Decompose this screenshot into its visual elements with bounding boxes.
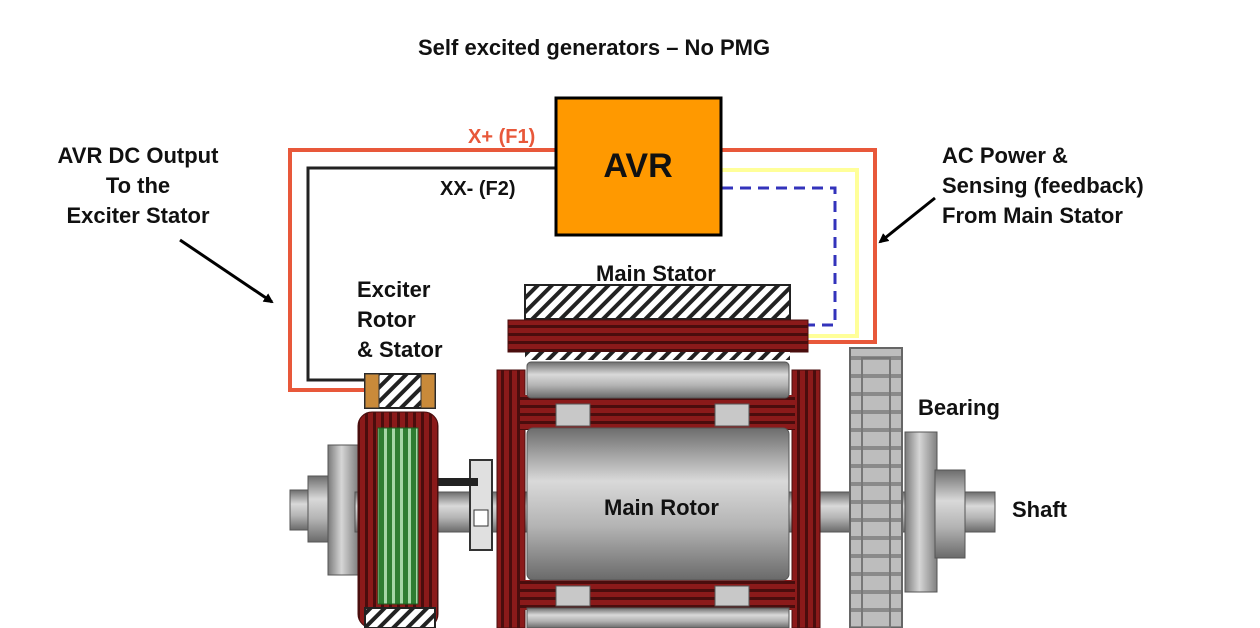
avr-dc-output-line-2: To the [105, 173, 171, 198]
bearing-label: Bearing [918, 395, 1000, 420]
bearing-collar [904, 431, 938, 593]
exciter-stator-bottom [364, 607, 436, 628]
exciter-rotor-core [377, 427, 419, 605]
ac-power-line-2: Sensing (feedback) [942, 173, 1144, 198]
diode-lead [438, 478, 478, 486]
wire-f2-label: XX- (F2) [440, 178, 516, 200]
shaft-left-hub [289, 489, 311, 531]
diagram-title: Self excited generators – No PMG [418, 35, 771, 60]
ac-power-line-3: From Main Stator [942, 203, 1123, 228]
main-stator-frame [524, 284, 791, 320]
avr-dc-output-line-1: AVR DC Output [57, 143, 219, 168]
rotor-pole-shoe-2 [714, 403, 750, 427]
main-stator-winding-top [507, 319, 809, 353]
bearing-fan-rim [861, 357, 891, 628]
wire-f2 [306, 166, 555, 382]
rotating-diode [469, 459, 493, 551]
bearing-fan [849, 347, 903, 628]
shaft-left-collar [327, 444, 359, 576]
rotor-pole-shoe-3 [555, 585, 591, 607]
exciter-label: Exciter Rotor & Stator [357, 275, 443, 365]
wire-sensing-yellow [722, 168, 859, 338]
ac-power-line-1: AC Power & [942, 143, 1068, 168]
exciter-stator-top-coil-left [364, 373, 380, 409]
shaft-label: Shaft [1012, 497, 1067, 522]
rotor-pole-bottom [526, 607, 790, 628]
main-rotor-body [526, 427, 790, 581]
main-rotor-label: Main Rotor [604, 495, 719, 520]
diode-terminal [473, 509, 489, 527]
exciter-stator-top-coil-right [420, 373, 436, 409]
wire-ac-power [722, 148, 877, 344]
avr-dc-output-label: AVR DC Output To the Exciter Stator [38, 141, 238, 231]
arrow-right-down-icon [179, 238, 274, 304]
exciter-line-3: & Stator [357, 337, 443, 362]
ac-power-label: AC Power & Sensing (feedback) From Main … [942, 141, 1144, 231]
rotor-end-right [791, 369, 821, 628]
bearing-ring [934, 469, 966, 559]
exciter-line-1: Exciter [357, 277, 431, 302]
wire-f1 [288, 148, 555, 392]
avr-box [554, 96, 723, 237]
wire-f1-label: X+ (F1) [468, 126, 535, 148]
rotor-pole-shoe-4 [714, 585, 750, 607]
shaft-left-flange [307, 475, 331, 543]
main-stator-label: Main Stator [596, 261, 716, 286]
wire-sensing-blue [722, 186, 837, 327]
avr-dc-output-line-3: Exciter Stator [66, 203, 210, 228]
rotor-pole-top [526, 361, 790, 399]
main-stator-core-strip [525, 352, 790, 360]
rotor-pole-shoe-1 [555, 403, 591, 427]
arrow-left-down-icon [878, 196, 936, 244]
exciter-line-2: Rotor [357, 307, 416, 332]
avr-label: AVR [603, 147, 672, 185]
